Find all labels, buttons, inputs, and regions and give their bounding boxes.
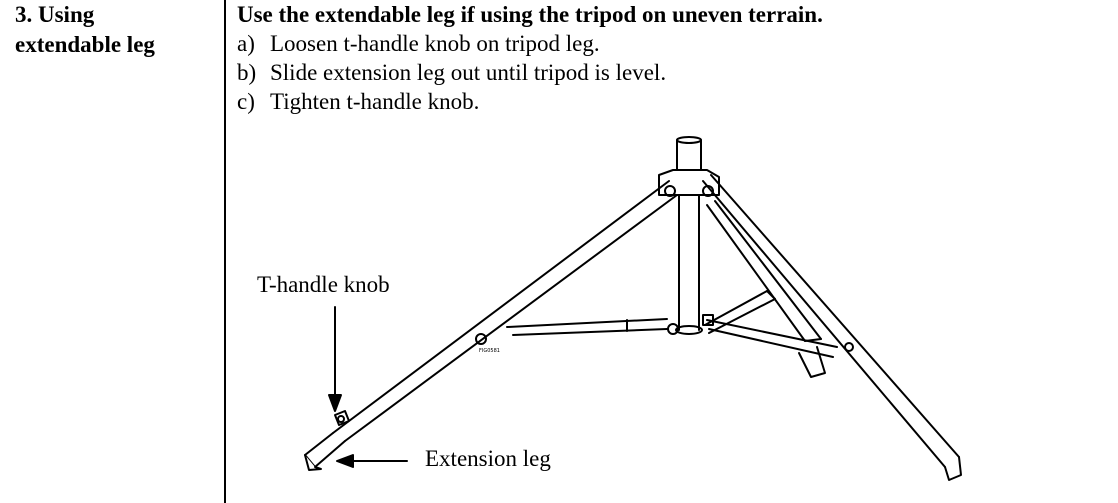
instruction-steps: a) Loosen t-handle knob on tripod leg. b)… bbox=[237, 29, 1097, 116]
t-handle-knob-label: T-handle knob bbox=[257, 272, 390, 297]
step-content: Use the extendable leg if using the trip… bbox=[237, 0, 1097, 116]
step-letter: b) bbox=[237, 60, 257, 85]
left-brace bbox=[506, 318, 679, 336]
instruction-step-c: c) Tighten t-handle knob. bbox=[237, 87, 1097, 116]
tripod-illustration: T-handle knob Extension leg FIG0581 bbox=[237, 115, 1097, 503]
tripod-drawing bbox=[304, 136, 962, 481]
step-text: Loosen t-handle knob on tripod leg. bbox=[270, 31, 600, 56]
instruction-step-a: a) Loosen t-handle knob on tripod leg. bbox=[237, 29, 1097, 58]
extension-leg-label: Extension leg bbox=[425, 446, 551, 471]
figure-code: FIG0581 bbox=[479, 348, 500, 354]
step-label-line1: 3. Using bbox=[15, 2, 95, 27]
rear-leg bbox=[706, 200, 826, 378]
step-text: Slide extension leg out until tripod is … bbox=[270, 60, 667, 85]
callout-arrows bbox=[328, 306, 408, 468]
step-letter: a) bbox=[237, 31, 255, 56]
instruction-step-b: b) Slide extension leg out until tripod i… bbox=[237, 58, 1097, 87]
step-label: 3. Using extendable leg bbox=[15, 0, 215, 60]
left-leg bbox=[304, 180, 678, 471]
step-text: Tighten t-handle knob. bbox=[270, 89, 480, 114]
step-letter: c) bbox=[237, 89, 255, 114]
right-brace bbox=[702, 290, 838, 358]
right-leg bbox=[702, 174, 962, 481]
column-divider bbox=[224, 0, 226, 503]
instruction-heading: Use the extendable leg if using the trip… bbox=[237, 2, 823, 27]
step-label-line2: extendable leg bbox=[15, 32, 155, 57]
center-mast bbox=[658, 136, 720, 335]
